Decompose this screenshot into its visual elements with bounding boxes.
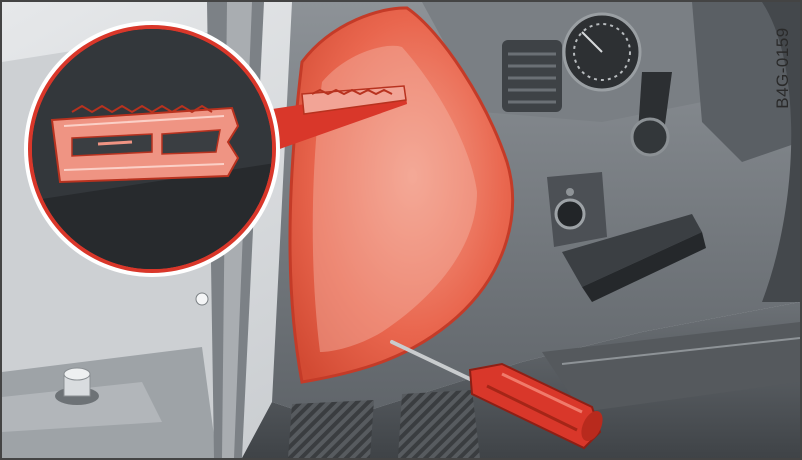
figure-code-text: B4G-0159 [773, 27, 793, 109]
light-switch [547, 172, 607, 247]
air-vent [502, 40, 562, 112]
figure-code-label: B4G-0159 [770, 10, 796, 126]
instrument-gauge [564, 14, 640, 90]
